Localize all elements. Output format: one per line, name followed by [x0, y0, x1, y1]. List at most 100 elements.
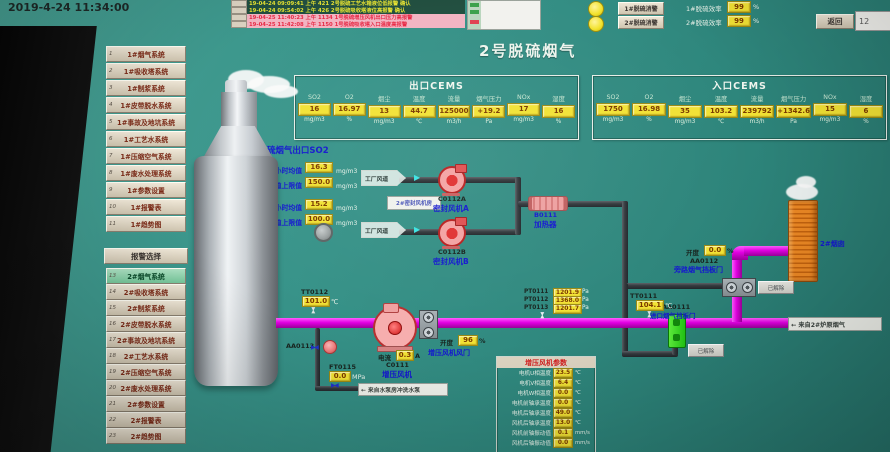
chimney-pipe [744, 246, 794, 256]
alarm-row[interactable]: 19-04-25 11:42:08 上午 1150 1号脱硫吸收塔入口温度高报警 [231, 21, 465, 28]
seal-fan-room-button[interactable]: 2#密封风机房 [387, 196, 441, 210]
booster-current-value: 0.3 [396, 350, 414, 361]
alarm-row-marker [231, 21, 247, 28]
booster-current-label: 电流 [378, 354, 391, 362]
seal-air-heater[interactable] [528, 196, 568, 211]
alarm-summary-strip [468, 1, 481, 29]
pt0112-unit: Pa [582, 297, 589, 303]
pipe-segment [672, 341, 678, 355]
alarm-row-marker [231, 7, 247, 14]
seal-port-icon [423, 326, 434, 338]
main-flue-pipe [276, 318, 876, 328]
bypass-open-value: 0.0 [704, 245, 726, 256]
heater-tag: B0111 [534, 211, 558, 219]
inlet-damper-tag: AA0111 [662, 303, 691, 311]
tt0112-unit: ℃ [331, 298, 339, 306]
bypass-released-button[interactable]: 已解除 [758, 281, 794, 294]
absorber-tower[interactable] [194, 156, 278, 386]
alarm-select-button[interactable]: 报警选择 [104, 248, 188, 264]
pipe-segment [564, 201, 628, 207]
chimney-label: 2#烟囱 [820, 240, 845, 248]
bypass-damper-name: 旁路烟气挡板门 [674, 266, 723, 274]
booster-current-unit: A [415, 352, 421, 360]
alarm-list[interactable]: 19-04-24 09:09:41 上午 421 2号脱硫工艺水箱液位低报警 确… [231, 0, 465, 28]
pipe-segment [463, 177, 521, 183]
pt0113-value: 1201.7 [553, 304, 582, 314]
booster-fan-damper[interactable] [419, 310, 438, 339]
alarm-row[interactable]: 19-04-25 11:40:23 上午 1134 1号脱硫增压风机出口压力高报… [231, 14, 465, 21]
pipe-segment [515, 177, 521, 207]
seal-fan-a[interactable] [438, 164, 467, 196]
seal-fan-b[interactable] [438, 217, 467, 249]
mute-2-button[interactable]: 2#脱硫消警 [618, 16, 664, 29]
tt0112-tag: TT0112 [301, 288, 329, 296]
efficiency-2-value: 99 [727, 15, 751, 27]
cems-inlet-title: 入口CEMS [712, 81, 767, 92]
bypass-open-unit: % [727, 247, 734, 255]
pt0113-unit: Pa [582, 305, 589, 311]
instrument-valve-icon: ▶◀ [645, 311, 652, 316]
alarm-row-marker [231, 14, 247, 21]
mute-1-button[interactable]: 1#脱硫消警 [618, 2, 664, 15]
so2-hour-avg: 16.3 [305, 162, 333, 173]
inlet-damper[interactable] [668, 314, 686, 348]
pipe-segment [399, 229, 443, 235]
flush-water-source-label: ← 来自水泵房冲洗水泵 [358, 383, 448, 396]
pipe-segment [515, 201, 521, 235]
bypass-damper[interactable] [722, 278, 756, 297]
pipe-segment [315, 386, 359, 391]
alarm-row[interactable]: 19-04-24 09:09:41 上午 421 2号脱硫工艺水箱液位低报警 确… [231, 0, 465, 7]
seal-fan-a-tag: C0112A [438, 195, 466, 203]
damper-open-label: 开度 [440, 339, 453, 347]
corner-readout: 12 [855, 11, 890, 31]
inlet-released-button[interactable]: 已解除 [688, 344, 724, 357]
cems-outlet-title: 出口CEMS [409, 81, 464, 92]
monitor-bezel [0, 26, 97, 452]
aa0113-valve-icon[interactable]: ▶◀ [311, 344, 319, 351]
back-button[interactable]: 返回 [816, 14, 854, 29]
booster-fan[interactable] [373, 303, 417, 350]
flush-valve-icon[interactable]: ▶◀ [331, 382, 339, 389]
pt-tap-valve-icon: ▶◀ [538, 312, 545, 317]
efficiency-2-unit: % [753, 17, 760, 25]
raw-gas-source-label: ← 来自2#炉原烟气 [788, 317, 882, 331]
seal-port-icon [741, 282, 753, 293]
alarm-row[interactable]: 19-04-24 09:54:02 上午 426 2号脱硫吸收塔液位高报警 确认 [231, 7, 465, 14]
ft0115-unit: MPa [352, 373, 366, 381]
tt0111-tag: TT0111 [630, 292, 658, 300]
aa0113-status-lamp [323, 340, 337, 354]
alarm-lamp-2 [588, 16, 604, 32]
